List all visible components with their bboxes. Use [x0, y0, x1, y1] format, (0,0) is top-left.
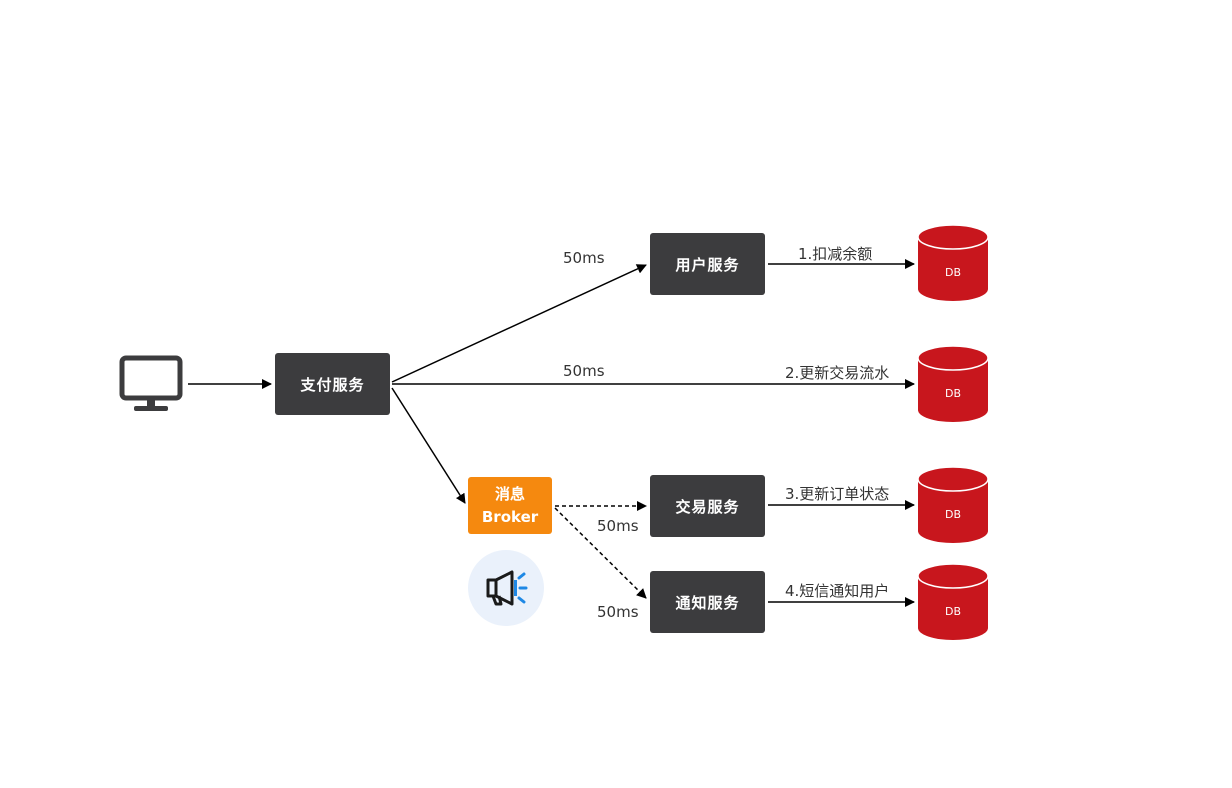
broker-label-line1: 消息: [494, 484, 525, 503]
step-1-label: 1.扣减余额: [798, 245, 873, 263]
database-2-label: DB: [944, 387, 962, 400]
arrow-payment-to-user: [391, 264, 647, 383]
user-service-box: 用户服务: [650, 233, 765, 295]
step-3-label: 3.更新订单状态: [785, 485, 890, 503]
database-4: [917, 563, 989, 640]
database-1: [917, 224, 989, 301]
database-1-label: DB: [944, 266, 962, 279]
database-4-label: DB: [944, 605, 962, 618]
step-2-label: 2.更新交易流水: [785, 364, 890, 382]
latency-flow-label: 50ms: [563, 362, 605, 380]
broker-label-line2: Broker: [481, 507, 539, 526]
payment-service-box: 支付服务: [275, 353, 390, 415]
database-3-label: DB: [944, 508, 962, 521]
arrow-broker-to-notify: [554, 507, 647, 599]
latency-trade-label: 50ms: [597, 517, 639, 535]
notify-service-box: 通知服务: [650, 571, 765, 633]
step-4-label: 4.短信通知用户: [785, 582, 890, 600]
trade-service-box: 交易服务: [650, 475, 765, 537]
database-2: [917, 345, 989, 422]
database-3: [917, 466, 989, 543]
latency-notify-label: 50ms: [597, 603, 639, 621]
arrow-payment-to-broker: [391, 387, 466, 504]
megaphone-badge: [468, 550, 544, 626]
message-broker-box: 消息 Broker: [468, 477, 552, 534]
latency-user-label: 50ms: [563, 249, 605, 267]
monitor-icon: [119, 355, 183, 411]
megaphone-icon: [486, 570, 528, 606]
